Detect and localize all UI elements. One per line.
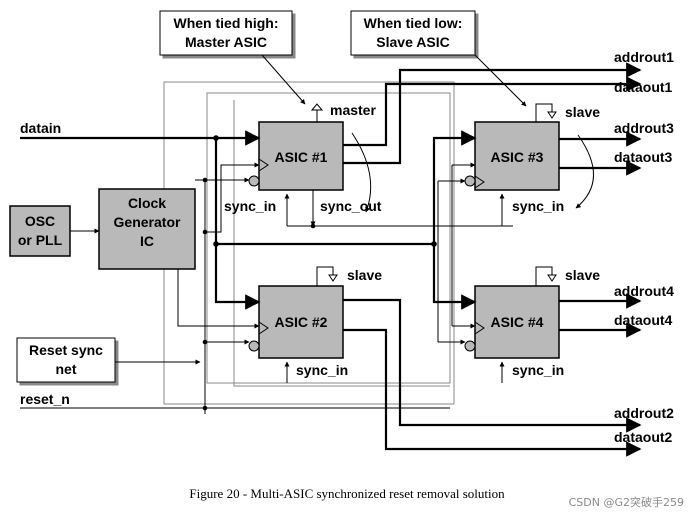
datain-label: datain <box>20 120 61 136</box>
svg-text:Clock: Clock <box>128 195 166 211</box>
svg-text:ASIC #1: ASIC #1 <box>275 149 328 165</box>
master-tie-high: master <box>310 102 376 122</box>
clock-net <box>70 162 476 414</box>
asic1-reset-bubble <box>248 175 260 187</box>
asic1-outputs <box>343 62 642 165</box>
svg-text:Generator: Generator <box>114 214 181 230</box>
asic4-block: ASIC #4 <box>474 285 560 359</box>
svg-text:When tied high:: When tied high: <box>174 15 279 31</box>
svg-text:Slave ASIC: Slave ASIC <box>376 34 449 50</box>
asic4-reset-bubble <box>464 340 476 352</box>
svg-text:slave: slave <box>347 267 382 283</box>
reset-n-label: reset_n <box>20 391 70 407</box>
svg-text:or PLL: or PLL <box>18 232 63 248</box>
asic2-reset-bubble <box>248 340 260 352</box>
svg-text:ASIC #3: ASIC #3 <box>491 149 544 165</box>
datain-net <box>20 130 477 310</box>
svg-text:net: net <box>56 361 77 377</box>
asic4-outputs <box>559 293 642 338</box>
svg-text:IC: IC <box>140 233 154 249</box>
asic3-sync-pins: sync_in <box>499 134 594 226</box>
addrout2-label: addrout2 <box>614 405 674 421</box>
callout-low-pointer <box>474 54 527 107</box>
dataout1-label: dataout1 <box>614 79 673 95</box>
clock-generator-block: Clock Generator IC <box>98 188 196 270</box>
callout-tied-high: When tied high: Master ASIC <box>159 10 293 56</box>
dataout3-label: dataout3 <box>614 149 673 165</box>
watermark: CSDN @G2突破手259 <box>569 495 684 509</box>
asic2-sync-pins: sync_in <box>284 361 348 383</box>
addrout1-label: addrout1 <box>614 49 674 65</box>
svg-text:sync_in: sync_in <box>224 198 276 214</box>
asic3-block: ASIC #3 <box>474 121 560 191</box>
addrout3-label: addrout3 <box>614 120 674 136</box>
callout-tied-low: When tied low: Slave ASIC <box>350 10 476 56</box>
reset-sync-net-box: Reset sync net <box>16 337 116 383</box>
svg-text:OSC: OSC <box>25 213 55 229</box>
asic2-block: ASIC #2 <box>258 285 344 359</box>
asic3-reset-bubble <box>464 175 476 187</box>
asic1-sync-pins: sync_in sync_out <box>224 132 382 227</box>
asic3-outputs <box>559 131 642 176</box>
svg-text:master: master <box>330 102 376 118</box>
svg-text:slave: slave <box>565 104 600 120</box>
dataout4-label: dataout4 <box>614 312 673 328</box>
svg-text:Master ASIC: Master ASIC <box>185 34 267 50</box>
svg-text:ASIC #4: ASIC #4 <box>491 314 544 330</box>
addrout4-label: addrout4 <box>614 283 674 299</box>
figure-caption: Figure 20 - Multi-ASIC synchronized rese… <box>189 486 505 501</box>
asic4-slave-tie: slave <box>535 266 600 286</box>
callout-high-pointer <box>261 54 306 105</box>
asic2-slave-tie: slave <box>316 266 382 286</box>
svg-text:sync_out: sync_out <box>320 198 382 214</box>
osc-block: OSC or PLL <box>9 205 71 257</box>
svg-text:ASIC #2: ASIC #2 <box>275 314 328 330</box>
asic1-block: ASIC #1 <box>258 121 344 191</box>
asic2-outputs <box>343 298 642 457</box>
svg-text:sync_in: sync_in <box>296 362 348 378</box>
asic4-sync-pins: sync_in <box>499 361 564 383</box>
svg-text:Reset sync: Reset sync <box>29 342 103 358</box>
svg-text:sync_in: sync_in <box>512 362 564 378</box>
svg-text:slave: slave <box>565 267 600 283</box>
asic3-slave-tie: slave <box>535 103 600 122</box>
svg-text:When tied low:: When tied low: <box>364 15 463 31</box>
svg-text:sync_in: sync_in <box>512 198 564 214</box>
dataout2-label: dataout2 <box>614 429 673 445</box>
